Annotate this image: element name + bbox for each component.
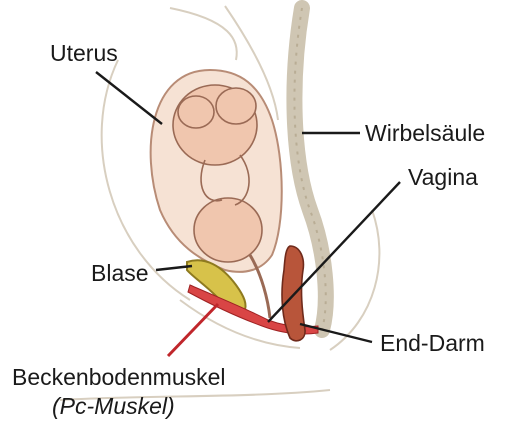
leader-pelvic-floor	[168, 304, 218, 356]
label-spine: Wirbelsäule	[365, 122, 485, 145]
label-bladder: Blase	[91, 262, 149, 285]
label-vagina: Vagina	[408, 166, 478, 189]
label-pc-muscle: (Pc-Muskel)	[52, 395, 175, 418]
label-uterus: Uterus	[50, 42, 118, 65]
label-pelvic-floor: Beckenbodenmuskel	[12, 366, 226, 389]
label-rectum: End-Darm	[380, 332, 485, 355]
